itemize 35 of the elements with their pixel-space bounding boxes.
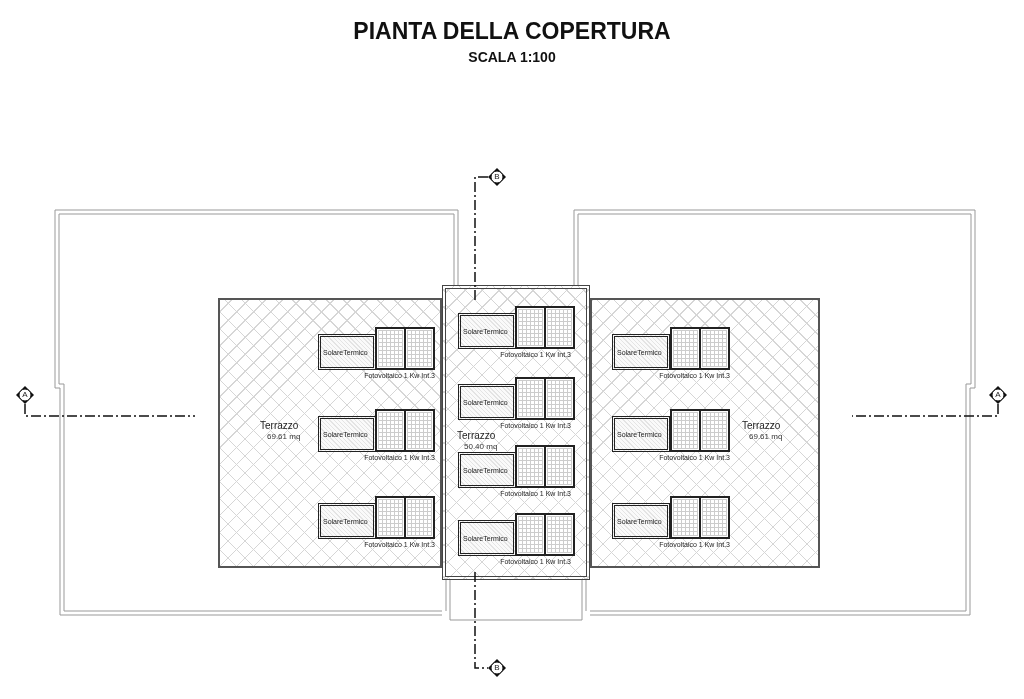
solar-thermal-panel [458,520,516,556]
area-value: 50.40 mq [464,442,498,451]
terrace-area [218,298,442,568]
solar-thermal-panel [318,334,376,370]
drawing-title: PIANTA DELLA COPERTURA [352,18,672,45]
photovoltaic-array [375,327,435,370]
solar-thermal-panel [612,334,670,370]
area-value: 69.61 mq [267,432,301,441]
solar-thermal-panel [612,416,670,452]
room-name: Terrazzo [260,420,299,431]
solar-thermal-panel [458,384,516,420]
section-letter: A [21,389,29,401]
solar-thermal-panel [458,452,516,488]
terrace-area [590,298,820,568]
area-value: 69.61 mq [749,432,783,441]
solar-thermal-panel [318,503,376,539]
terrace-area [442,285,590,580]
photovoltaic-array [515,445,575,488]
room-name: Terrazzo [457,430,496,441]
photovoltaic-array [515,377,575,420]
photovoltaic-array [375,496,435,539]
photovoltaic-array [670,409,730,452]
photovoltaic-array [515,306,575,349]
solar-thermal-panel [458,313,516,349]
section-letter: B [493,662,501,674]
solar-thermal-panel [318,416,376,452]
photovoltaic-array [375,409,435,452]
photovoltaic-array [515,513,575,556]
scale-note: SCALA 1:100 [467,49,557,65]
room-name: Terrazzo [742,420,781,431]
solar-thermal-panel [612,503,670,539]
section-letter: A [994,389,1002,401]
photovoltaic-array [670,496,730,539]
section-letter: B [493,171,501,183]
photovoltaic-array [670,327,730,370]
